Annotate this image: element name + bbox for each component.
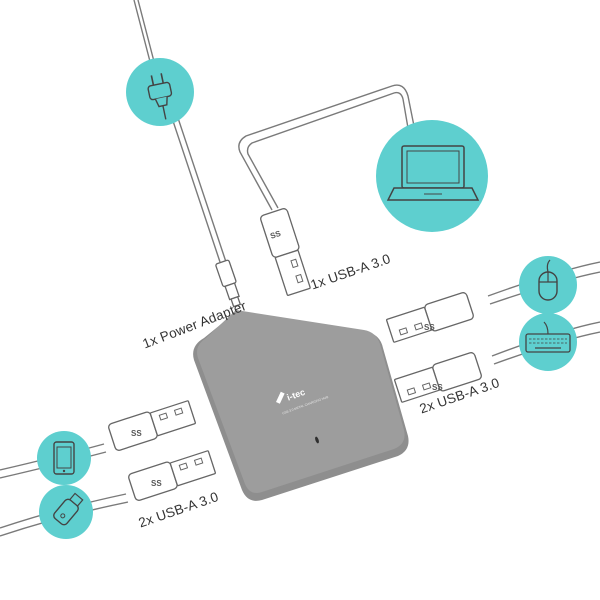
smartphone-badge (37, 431, 91, 485)
mouse-icon (538, 259, 558, 301)
smartphone-icon (53, 441, 75, 475)
power-adapter-badge (126, 58, 194, 126)
usb-upstream-plug: SS (260, 208, 311, 296)
flash-drive-badge (39, 485, 93, 539)
usb-right-plug-top (386, 292, 474, 343)
mouse-badge (519, 256, 577, 314)
power-barrel-plug (215, 259, 242, 308)
usb-right-top-ss-mark: SS (424, 323, 435, 332)
usb-flash-drive-icon (53, 492, 84, 526)
laptop-cable-inner (246, 91, 409, 209)
usb-upstream-ss-mark: SS (269, 229, 283, 241)
usb-left-plug-bottom (128, 450, 216, 501)
hub-status-led (315, 436, 319, 444)
laptop-icon (386, 145, 480, 201)
usb-left-plug-top (108, 400, 196, 451)
power-plug-icon (147, 73, 173, 120)
laptop-cable (238, 84, 415, 211)
usb-right-bottom-ss-mark: SS (432, 383, 443, 392)
keyboard-icon (525, 321, 571, 353)
label-usb-upstream: 1x USB-A 3.0 (309, 251, 393, 292)
usb-right-plug-bottom (394, 352, 482, 403)
usb-hub: i-tec USB 3.0 METAL CHARGING HUB (193, 310, 409, 501)
usb-left-top-ss-mark: SS (131, 429, 142, 438)
power-cable-lower (169, 111, 227, 263)
usb-left-bottom-ss-mark: SS (151, 479, 162, 488)
laptop-badge (376, 120, 488, 232)
keyboard-badge (519, 313, 577, 371)
